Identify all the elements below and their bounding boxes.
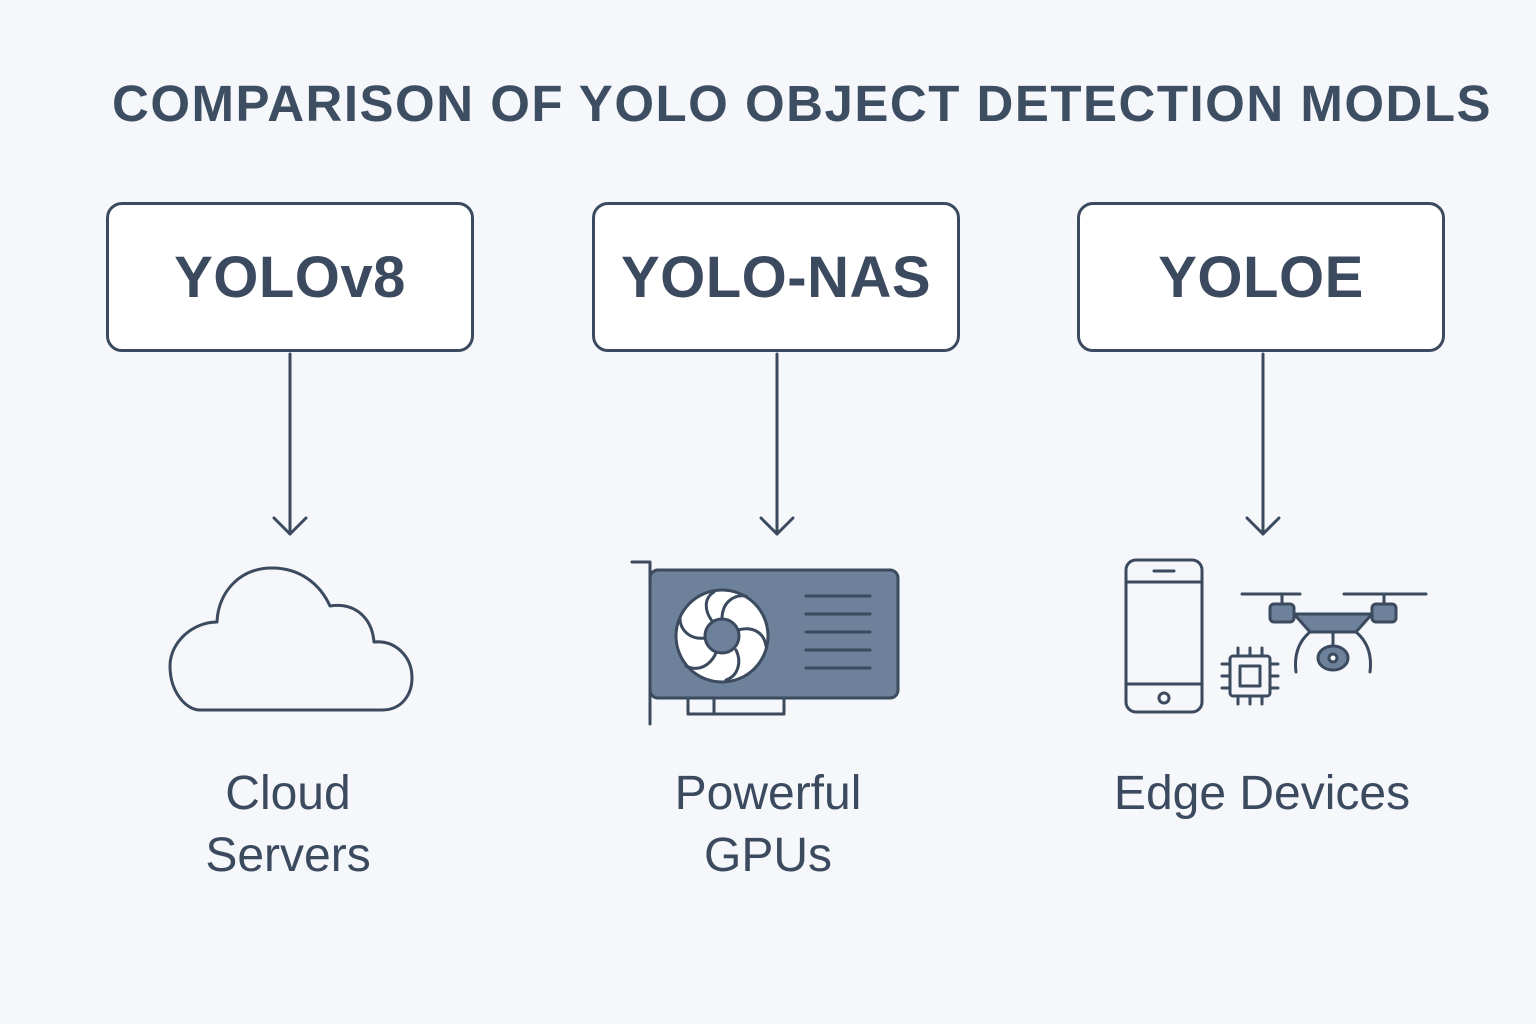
drone-icon: [1240, 592, 1428, 674]
target-label-line: GPUs: [703, 829, 832, 882]
diagram-title: COMPARISON OF YOLO OBJECT DETECTION MODL…: [112, 75, 1493, 132]
arrow-yoloe-to-edge: [1245, 352, 1281, 536]
model-box-yoloe: YOLOE: [1077, 202, 1445, 352]
smartphone-icon: [1124, 558, 1204, 714]
cloud-icon: [168, 566, 414, 712]
model-name: YOLO-NAS: [620, 244, 932, 310]
target-label-line: Servers: [205, 829, 371, 882]
model-name: YOLOv8: [174, 244, 406, 310]
arrow-yolov8-to-cloud: [272, 352, 308, 536]
target-label-line: Edge Devices: [1113, 767, 1411, 820]
target-label-cloud-servers: Cloud Servers: [138, 763, 438, 887]
edge-devices-icon: [1124, 558, 1428, 714]
model-box-yolov8: YOLOv8: [106, 202, 474, 352]
target-label-edge-devices: Edge Devices: [1062, 763, 1462, 825]
gpu-icon: [630, 560, 900, 726]
arrow-yolo-nas-to-gpu: [759, 352, 795, 536]
target-label-powerful-gpus: Powerful GPUs: [618, 763, 918, 887]
target-label-line: Powerful: [674, 767, 862, 820]
model-box-yolo-nas: YOLO-NAS: [592, 202, 960, 352]
chip-icon: [1220, 646, 1280, 706]
target-label-line: Cloud: [225, 767, 351, 820]
model-name: YOLOE: [1158, 244, 1364, 310]
